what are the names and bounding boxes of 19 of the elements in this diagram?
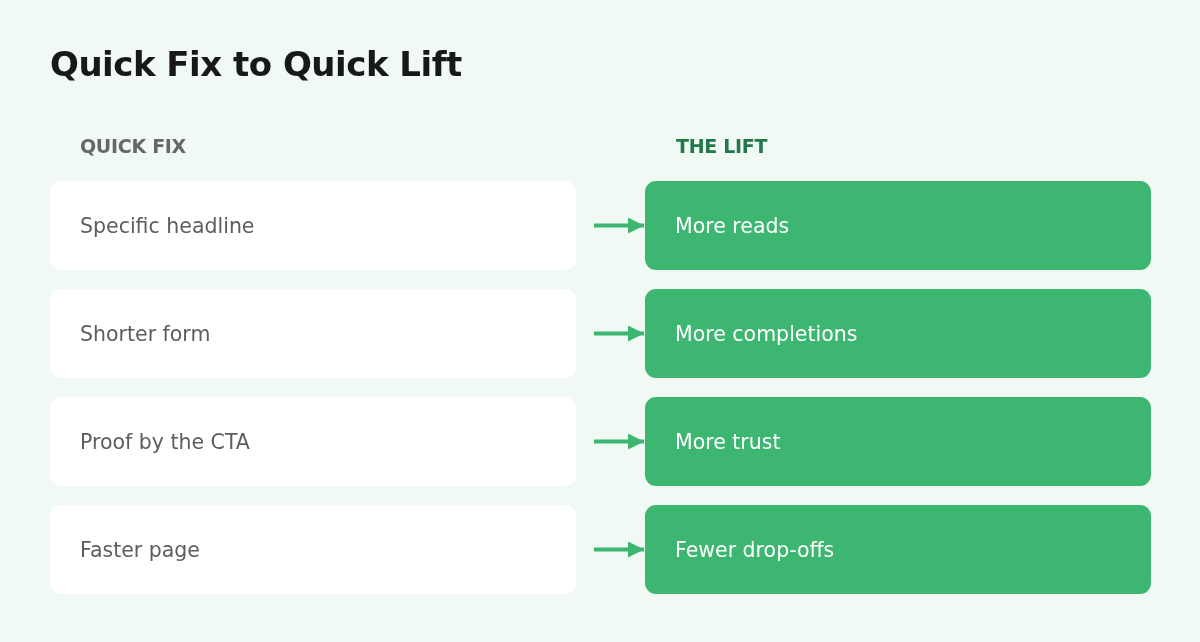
arrow <box>594 541 644 558</box>
card-text: Proof by the CTA <box>80 429 250 454</box>
column-heading: THE LIFT <box>676 135 768 157</box>
title: Quick Fix to Quick Lift <box>50 44 462 84</box>
arrow <box>594 217 644 234</box>
result-card <box>645 181 1151 270</box>
arrow <box>594 433 644 450</box>
card-text: Fewer drop-offs <box>675 537 835 562</box>
result-card <box>645 505 1151 594</box>
card-text: More completions <box>675 321 858 346</box>
card-text: Faster page <box>80 537 200 562</box>
column-heading: QUICK FIX <box>80 135 186 157</box>
card-text: More reads <box>675 213 790 238</box>
result-card <box>645 397 1151 486</box>
card-text: More trust <box>675 429 781 454</box>
result-card <box>645 289 1151 378</box>
card-text: Shorter form <box>80 321 211 346</box>
card-text: Specific headline <box>80 213 255 238</box>
arrow <box>594 325 644 342</box>
